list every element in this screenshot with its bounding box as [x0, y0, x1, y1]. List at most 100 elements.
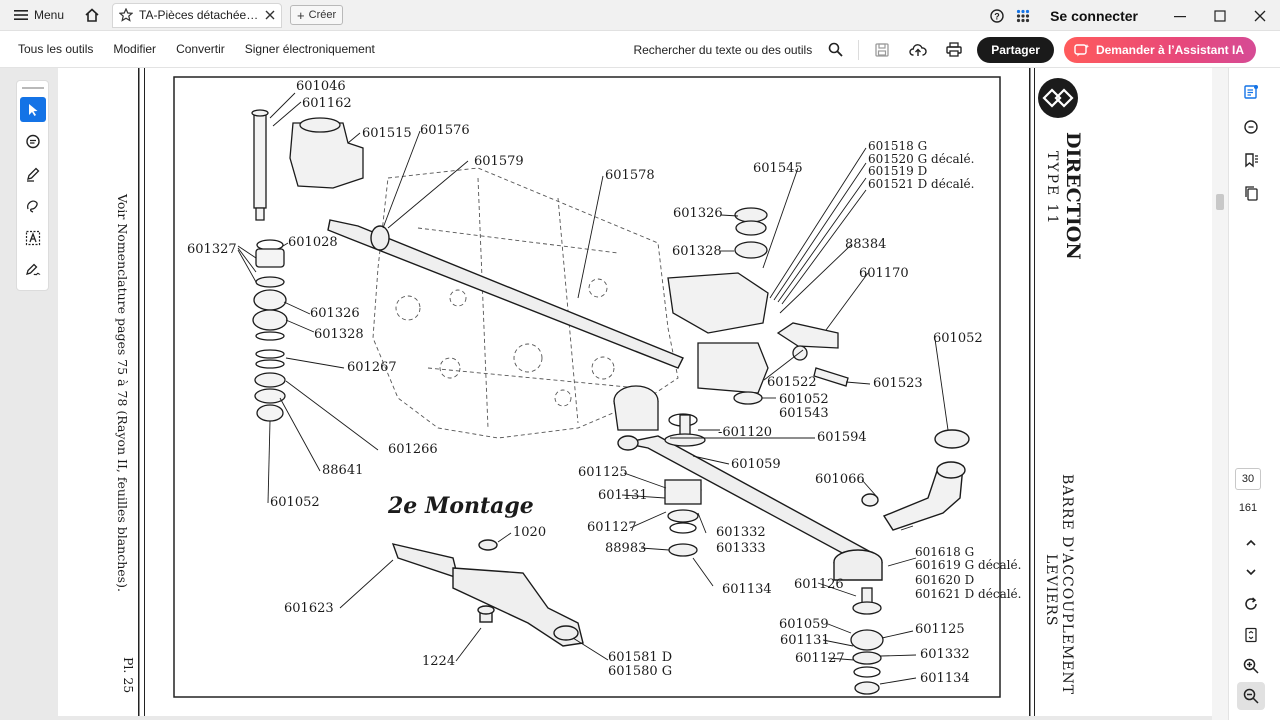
share-button[interactable]: Partager — [977, 36, 1054, 63]
part-label: 601576 — [420, 123, 470, 138]
part-label: 601520 G décalé. — [868, 152, 975, 166]
help-icon: ? — [990, 8, 1004, 23]
part-label: 601333 — [716, 541, 766, 556]
part-label: 601162 — [302, 96, 352, 111]
part-label: 601125 — [915, 622, 965, 637]
edit-link[interactable]: Modifier — [113, 42, 157, 56]
part-label: 601125 — [578, 465, 628, 480]
highlight-tool-button[interactable] — [20, 161, 46, 186]
part-label: 601267 — [347, 360, 397, 375]
comment-panel-button[interactable] — [1237, 113, 1265, 141]
create-label: Créer — [308, 9, 337, 21]
part-label: 601519 D — [868, 164, 928, 178]
part-label: 601127 — [795, 651, 845, 666]
menu-button[interactable]: Menu — [0, 0, 74, 31]
plate-number: Pl. 25 — [121, 657, 136, 694]
maximize-icon — [1214, 9, 1226, 22]
part-label: 601623 — [284, 601, 334, 616]
part-label: 601052 — [270, 495, 320, 510]
zoom-out-icon — [1243, 688, 1259, 704]
bookmarks-button[interactable] — [1237, 146, 1265, 174]
search-button[interactable] — [822, 37, 848, 63]
upload-icon — [909, 43, 927, 56]
text-tool-button[interactable] — [20, 226, 46, 251]
minimize-button[interactable] — [1160, 0, 1200, 31]
title-bar: Menu TA-Pièces détachées ... + Créer ? S… — [0, 0, 1280, 31]
convert-link[interactable]: Convertir — [176, 42, 225, 56]
current-page-input[interactable]: 30 — [1235, 468, 1261, 490]
part-label: 601326 — [310, 306, 360, 321]
part-label: 601052 — [933, 331, 983, 346]
sign-in-link[interactable]: Se connecter — [1050, 7, 1138, 24]
part-label: 601619 G décalé. — [915, 558, 1022, 572]
pdf-page[interactable]: Voir Nomenclature pages 75 à 78 (Rayon I… — [58, 68, 1212, 716]
part-label: 601518 G — [868, 139, 928, 153]
vertical-scrollbar[interactable] — [1212, 68, 1228, 720]
upload-button[interactable] — [905, 37, 931, 63]
cursor-icon — [28, 103, 37, 116]
comment-icon — [25, 134, 40, 148]
help-button[interactable]: ? — [984, 3, 1010, 29]
apps-button[interactable] — [1010, 3, 1036, 29]
minimize-icon — [1174, 15, 1186, 17]
part-label: 601521 D décalé. — [868, 177, 975, 191]
zoom-in-button[interactable] — [1237, 652, 1265, 680]
part-label: 601332 — [716, 525, 766, 540]
draw-tool-button[interactable] — [20, 193, 46, 218]
rotate-button[interactable] — [1237, 590, 1265, 618]
part-label: 601328 — [314, 327, 364, 342]
zoom-out-button[interactable] — [1237, 682, 1265, 710]
section-title: DIRECTION — [1062, 132, 1084, 260]
part-label: 601621 D décalé. — [915, 587, 1022, 601]
part-label: 601066 — [815, 472, 865, 487]
part-label: 601028 — [288, 235, 338, 250]
document-tab[interactable]: TA-Pièces détachées ... — [112, 2, 283, 28]
montage-label: 2e Montage — [388, 493, 534, 519]
panel-grip[interactable] — [21, 87, 44, 89]
part-label: 601545 — [753, 161, 803, 176]
search-tools-label[interactable]: Rechercher du texte ou des outils — [633, 42, 813, 57]
maximize-button[interactable] — [1200, 0, 1240, 31]
save-button[interactable] — [869, 37, 895, 63]
share-label: Partager — [991, 42, 1040, 57]
text-box-icon — [25, 231, 40, 246]
zoom-in-icon — [1243, 658, 1259, 674]
part-label: 88983 — [605, 541, 647, 556]
scrollbar-thumb[interactable] — [1216, 194, 1224, 210]
part-label: 601578 — [605, 168, 655, 183]
create-button[interactable]: + Créer — [290, 5, 344, 25]
chevron-up-icon — [1246, 539, 1256, 546]
part-label: 601620 D — [915, 573, 975, 587]
previous-page-button[interactable] — [1237, 529, 1265, 557]
select-tool-button[interactable] — [19, 96, 46, 123]
part-label: 601134 — [920, 671, 970, 686]
star-icon[interactable] — [119, 8, 134, 22]
section-subtitle-coupling-bar: BARRE D'ACCOUPLEMENT — [1059, 474, 1075, 696]
comment-tool-button[interactable] — [20, 129, 46, 154]
hamburger-icon — [14, 10, 28, 20]
copy-pages-icon — [1245, 186, 1258, 201]
page-fit-icon — [1245, 627, 1257, 643]
svg-text:?: ? — [994, 11, 1000, 21]
chevron-down-icon — [1246, 569, 1256, 576]
ai-assistant-button[interactable]: Demander à l’Assistant IA — [1063, 36, 1256, 63]
close-window-button[interactable] — [1240, 0, 1280, 31]
pen-icon — [26, 167, 39, 182]
section-subtitle-levers: LEVIERS — [1043, 554, 1059, 627]
comments-panel-button[interactable] — [1237, 78, 1265, 106]
close-tab-icon[interactable] — [265, 10, 275, 20]
pages-button[interactable] — [1237, 179, 1265, 207]
annotate-page-icon — [1244, 85, 1258, 99]
e-sign-link[interactable]: Signer électroniquement — [244, 42, 375, 56]
sign-tool-button[interactable] — [20, 258, 46, 283]
next-page-button[interactable] — [1237, 558, 1265, 586]
freehand-icon — [26, 200, 38, 213]
part-label: 601046 — [296, 79, 346, 94]
all-tools-link[interactable]: Tous les outils — [18, 42, 94, 56]
part-label: -601120 — [718, 425, 773, 440]
part-label: 601134 — [722, 582, 772, 597]
page-layout-button[interactable] — [1237, 621, 1265, 649]
home-button[interactable] — [74, 0, 110, 31]
part-label: 601522 — [767, 375, 817, 390]
print-button[interactable] — [941, 37, 967, 63]
